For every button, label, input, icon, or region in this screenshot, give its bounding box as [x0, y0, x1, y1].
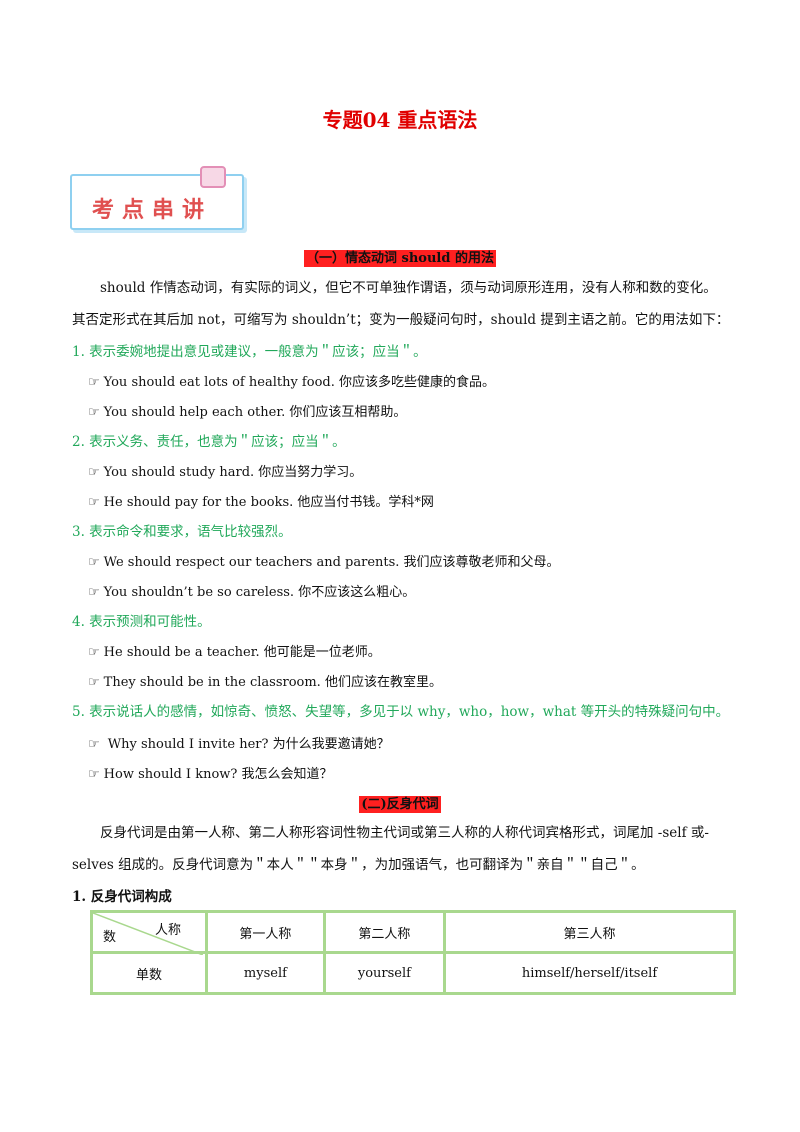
corner-label-person: 人称 — [154, 923, 181, 938]
example-5a: ☞ Why should I invite her? 为什么我要邀请她？ — [88, 737, 390, 752]
example-2b: ☞He should pay for the books. 他应当付书钱。学科*… — [88, 495, 434, 510]
usage-point-1: 1. 表示委婉地提出意见或建议，一般意为＂应该；应当＂。 — [72, 344, 427, 360]
pointing-hand-icon: ☞ — [88, 585, 100, 600]
pointing-hand-icon: ☞ — [88, 465, 100, 480]
example-4b: ☞They should be in the classroom. 他们应该在教… — [88, 675, 442, 690]
table-cell: yourself — [322, 951, 446, 995]
intro-line-2: 其否定形式在其后加 not，可缩写为 shouldn’t；变为一般疑问句时，sh… — [72, 312, 730, 328]
pointing-hand-icon: ☞ — [88, 645, 100, 660]
pointing-hand-icon: ☞ — [88, 737, 100, 752]
usage-point-2: 2. 表示义务、责任，也意为＂应该；应当＂。 — [72, 434, 346, 450]
pointing-hand-icon: ☞ — [88, 375, 100, 390]
intro-line-1: should 作情态动词，有实际的词义，但它不可单独作谓语，须与动词原形连用，没… — [100, 280, 717, 296]
pointing-hand-icon: ☞ — [88, 405, 100, 420]
example-1b: ☞You should help each other. 你们应该互相帮助。 — [88, 405, 407, 420]
table-cell: myself — [205, 951, 326, 995]
table-row: 单数 myself yourself himself/herself/itsel… — [90, 951, 737, 995]
pointing-hand-icon: ☞ — [88, 555, 100, 570]
corner-label-number: 数 — [103, 930, 117, 945]
reflexive-intro-2: selves 组成的。反身代词意为＂本人＂＂本身＂，为加强语气，也可翻译为＂亲自… — [72, 857, 645, 873]
reflexive-pronoun-table: 人称 数 第一人称 第二人称 第三人称 单数 myself yourself h… — [90, 910, 737, 995]
usage-point-4: 4. 表示预测和可能性。 — [72, 614, 211, 630]
page-title: 专题04 重点语法 — [322, 108, 478, 132]
example-3a: ☞We should respect our teachers and pare… — [88, 555, 560, 570]
table-header-row: 人称 数 第一人称 第二人称 第三人称 — [90, 910, 737, 955]
reflexive-intro-1: 反身代词是由第一人称、第二人称形容词性物主代词或第三人称的人称代词宾格形式，词尾… — [100, 825, 709, 841]
section-heading-reflexive: (二)反身代词 — [359, 796, 441, 813]
section-heading-should: （一）情态动词 should 的用法 — [304, 250, 496, 267]
diagonal-line — [93, 913, 203, 955]
badge-label: 考点串讲 — [92, 198, 213, 223]
example-5b: ☞How should I know? 我怎么会知道？ — [88, 767, 333, 782]
table-row-label: 单数 — [90, 951, 208, 995]
pointing-hand-icon: ☞ — [88, 675, 100, 690]
pointing-hand-icon: ☞ — [88, 767, 100, 782]
example-2a: ☞You should study hard. 你应当努力学习。 — [88, 465, 363, 480]
paperclip-icon — [200, 166, 226, 188]
table-header-cell: 第三人称 — [442, 910, 737, 954]
example-1a: ☞You should eat lots of healthy food. 你应… — [88, 375, 495, 390]
table-cell: himself/herself/itself — [442, 951, 737, 995]
pointing-hand-icon: ☞ — [88, 495, 100, 510]
table-header-cell: 第一人称 — [205, 910, 326, 954]
subheading-reflexive-forms: 1. 反身代词构成 — [72, 889, 172, 905]
usage-point-5: 5. 表示说话人的感情，如惊奇、愤怒、失望等，多见于以 why，who，how，… — [72, 704, 730, 720]
example-3b: ☞You shouldn’t be so careless. 你不应该这么粗心。 — [88, 585, 416, 600]
example-4a: ☞He should be a teacher. 他可能是一位老师。 — [88, 645, 381, 660]
table-header-cell: 第二人称 — [322, 910, 446, 954]
table-corner-cell: 人称 数 — [90, 910, 208, 955]
usage-point-3: 3. 表示命令和要求，语气比较强烈。 — [72, 524, 292, 540]
